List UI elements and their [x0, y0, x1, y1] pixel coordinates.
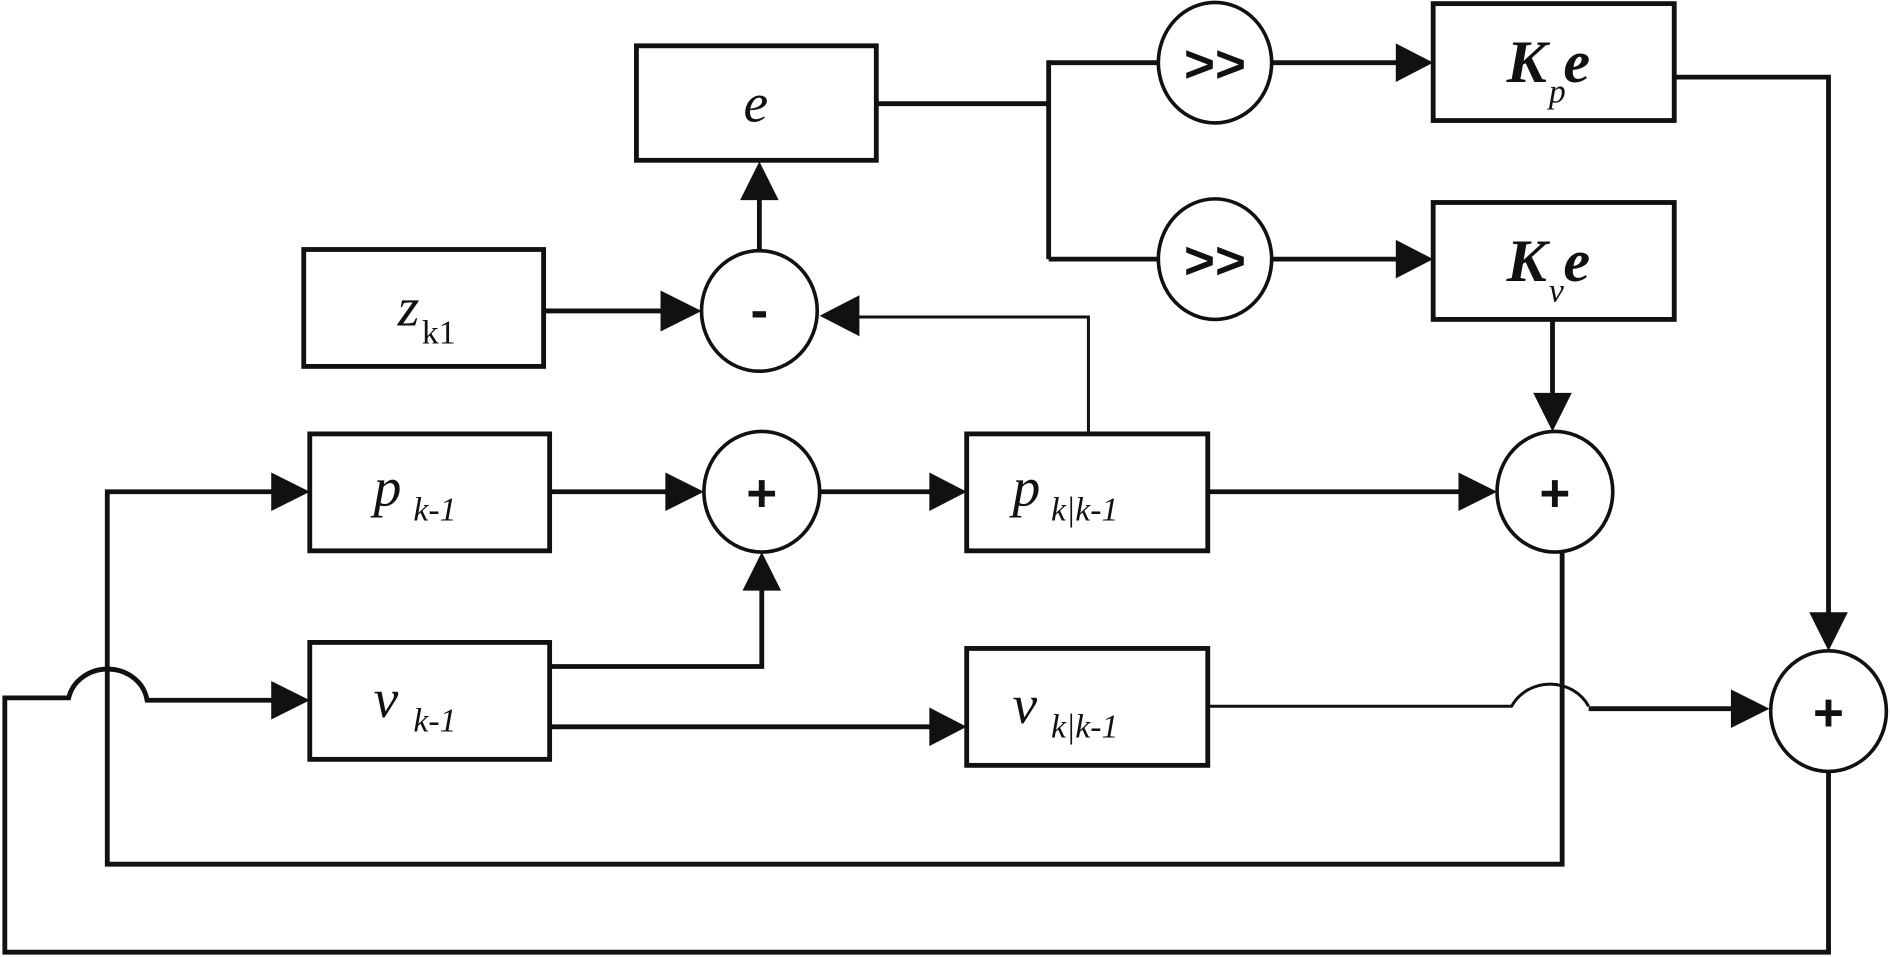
sum-pos-symbol: +	[1539, 464, 1570, 523]
block-kv: K v e	[1430, 200, 1677, 322]
arrowhead-subtract-to-e	[740, 161, 779, 201]
arrowhead-sump-to-ppred	[929, 472, 967, 512]
arrowhead-kv-to-sumpos	[1533, 392, 1572, 432]
block-kp-label: K	[1506, 29, 1551, 96]
block-e-label: e	[743, 73, 768, 134]
sum-vel-symbol: +	[1813, 683, 1844, 742]
block-p-pred: p k|k-1	[964, 431, 1211, 554]
block-kp-tail: e	[1563, 29, 1590, 96]
wire-ppred-to-subtract	[850, 315, 1090, 434]
sum-p-node: +	[702, 429, 822, 554]
shift-v-node: >>	[1156, 197, 1274, 322]
block-z-subscript: k1	[422, 315, 456, 352]
block-v-prev-label: v	[374, 668, 399, 729]
sum-vel-node: +	[1768, 649, 1889, 774]
block-e: e	[634, 43, 879, 163]
wire-vprev-to-sump	[549, 585, 765, 669]
block-kv-subscript: v	[1549, 272, 1564, 309]
wire-sumvel-feedback	[2, 666, 1831, 955]
wire-sumpos-feedback	[104, 489, 1565, 867]
subtract-symbol: -	[751, 281, 769, 340]
wire-vpred-to-sumvel	[1207, 682, 1590, 708]
block-v-prev-subscript: k-1	[413, 703, 456, 740]
sum-p-symbol: +	[746, 464, 777, 523]
block-p-prev-label: p	[370, 457, 402, 518]
shift-p-node: >>	[1156, 0, 1274, 125]
arrowhead-ppred-to-sumpos	[1458, 472, 1498, 512]
block-v-pred-label: v	[1012, 674, 1037, 735]
arrowhead-pprev-to-sump	[665, 472, 704, 512]
sum-pos-node: +	[1495, 429, 1615, 554]
wire-kp-to-sumvel	[1674, 74, 1831, 618]
block-kp-subscript: p	[1547, 73, 1566, 110]
arrowhead-sumvel-to-vprev	[271, 680, 310, 720]
arrowhead-z-to-subtract	[660, 290, 702, 332]
block-kv-label: K	[1506, 228, 1551, 295]
shift-v-symbol: >>	[1184, 231, 1246, 290]
block-z: z k1	[301, 247, 547, 369]
block-v-pred-subscript: k|k-1	[1051, 709, 1118, 746]
arrowhead-ppred-to-subtract	[819, 295, 860, 337]
arrowhead-vpred-to-sumvel	[1730, 689, 1770, 728]
block-z-label: z	[397, 276, 420, 337]
block-p-pred-label: p	[1008, 457, 1040, 518]
block-v-pred: v k|k-1	[964, 646, 1211, 768]
block-v-prev: v k-1	[307, 640, 553, 762]
shift-p-symbol: >>	[1184, 35, 1246, 94]
block-kp: K p e	[1430, 1, 1677, 123]
subtract-node: -	[699, 248, 820, 374]
block-p-prev: p k-1	[307, 431, 553, 554]
arrowhead-shiftp-to-kp	[1395, 43, 1434, 82]
arrowhead-shiftv-to-kv	[1395, 239, 1434, 279]
block-p-prev-subscript: k-1	[413, 492, 456, 529]
block-kv-tail: e	[1563, 228, 1590, 295]
arrowhead-kp-to-sumvel	[1809, 612, 1848, 651]
arrowhead-vprev-to-sump	[742, 552, 782, 591]
arrowhead-sumpos-to-pprev	[271, 472, 310, 512]
arrowhead-vprev-to-vpred	[929, 707, 967, 747]
block-p-pred-subscript: k|k-1	[1051, 492, 1118, 529]
